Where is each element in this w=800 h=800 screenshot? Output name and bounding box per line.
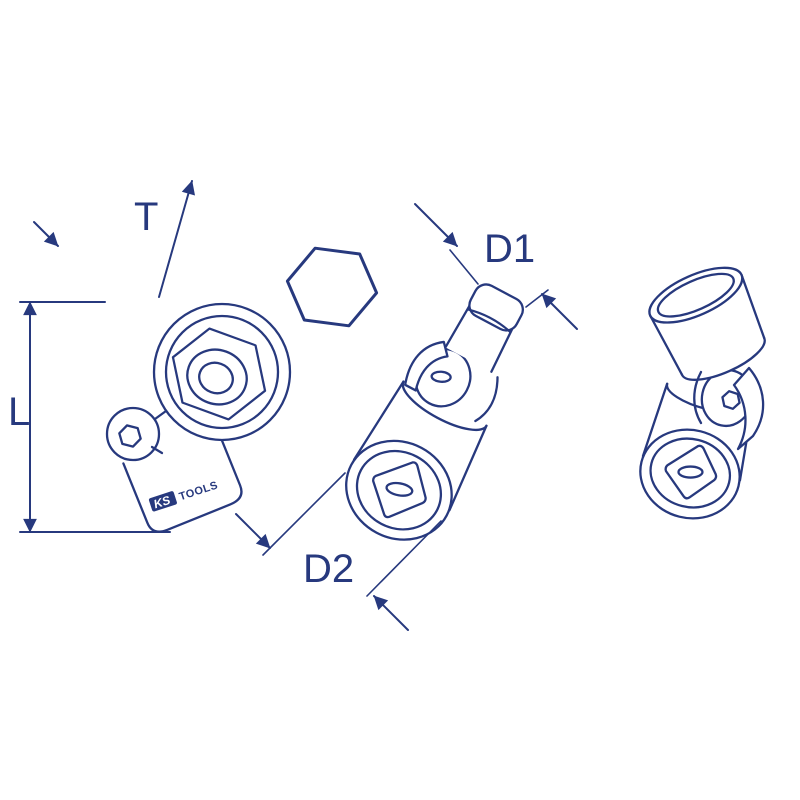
- socket-body-shoulder: [401, 380, 488, 432]
- head-side: [649, 314, 684, 376]
- hexagon-outline: [285, 246, 379, 328]
- dimension-T: T: [33, 180, 196, 298]
- fork-arm-front: [404, 340, 449, 392]
- d2-arrow-line: [373, 595, 409, 631]
- hex-screw-hole: [118, 424, 142, 448]
- label-T: T: [134, 195, 158, 239]
- head-top-face: [648, 266, 744, 324]
- d1-extension-line: [449, 249, 479, 285]
- label-L: L: [8, 390, 30, 434]
- square-drive-hole: [372, 461, 427, 519]
- t-arrow-line: [33, 221, 59, 247]
- d1-arrow-line: [541, 293, 578, 330]
- fork-connector-line: [150, 445, 164, 455]
- joint-pin-slot: [430, 370, 452, 383]
- socket-head-outer: [152, 302, 292, 442]
- d2-extension-line: [262, 472, 346, 556]
- fork-arm-front: [732, 366, 765, 451]
- head-body-fill: [650, 274, 765, 380]
- hex-profile: [285, 246, 379, 328]
- t-leader-line: [158, 180, 196, 298]
- d2-extension-line: [366, 520, 442, 597]
- d1-arrow-line: [414, 203, 458, 247]
- fork-connector-line: [153, 409, 168, 421]
- hex-screw-hole: [721, 390, 741, 410]
- socket-body-side: [641, 382, 669, 458]
- fork-arm-back: [474, 376, 499, 423]
- d2-arrow-line: [235, 513, 271, 549]
- dimension-D1: D1: [414, 203, 578, 330]
- logo-box: [148, 491, 177, 512]
- head-top-chamfer: [656, 272, 735, 318]
- dimension-L: L: [8, 301, 171, 533]
- joint-boss: [105, 406, 161, 462]
- socket-bore-inner: [198, 361, 234, 395]
- detent-slot: [677, 465, 704, 479]
- drive-cap-edge: [466, 308, 512, 334]
- socket-front-view: KS TOOLS: [105, 302, 292, 533]
- dimension-D2: D2: [235, 472, 442, 631]
- socket-bottom-chamfer: [649, 437, 732, 509]
- fork-arm-back: [693, 370, 703, 425]
- socket-body-side: [448, 424, 488, 512]
- socket-bottom-face: [345, 439, 453, 541]
- socket-bottom-face: [639, 428, 741, 520]
- socket-rear-view: [639, 266, 766, 520]
- head-bottom-arc: [680, 336, 766, 381]
- socket-body-side: [352, 380, 405, 461]
- socket-head-chamfer: [164, 314, 280, 430]
- d1-extension-line: [525, 289, 549, 308]
- drive-cap: [468, 283, 524, 332]
- hex-recess: [171, 327, 267, 421]
- socket-bore: [186, 348, 248, 406]
- square-drive-hole: [664, 444, 718, 500]
- label-D1: D1: [484, 227, 535, 271]
- head-side: [740, 273, 766, 340]
- socket-angled-view: [345, 283, 524, 541]
- label-D2: D2: [303, 547, 354, 591]
- logo-ks-text: KS: [152, 493, 172, 511]
